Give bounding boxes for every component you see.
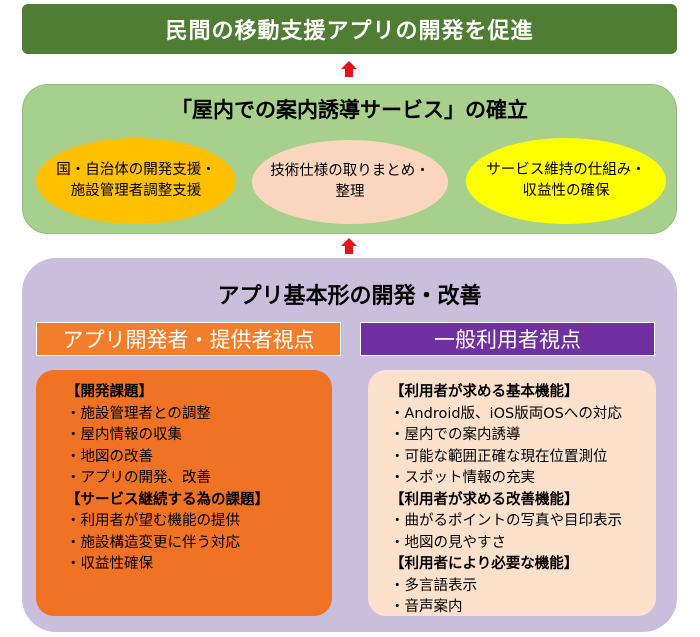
section-heading: 【開発課題】 bbox=[66, 384, 153, 400]
top-goal-title: 民間の移動支援アプリの開発を促進 bbox=[165, 19, 534, 44]
user-header-label: 一般利用者視点 bbox=[434, 328, 581, 352]
list-item: ・施設管理者との調整 bbox=[66, 405, 211, 422]
ellipse-line: 施設管理者調整支援 bbox=[70, 183, 202, 199]
list-item: ・音声案内 bbox=[390, 599, 463, 615]
section-heading: 【利用者により必要な機能】 bbox=[390, 556, 579, 572]
section-heading: 【利用者が求める改善機能】 bbox=[390, 491, 579, 508]
ellipse-line: 整理 bbox=[335, 184, 365, 200]
developer-header-label: アプリ開発者・提供者視点 bbox=[62, 328, 315, 352]
list-item: ・アプリの開発、改善 bbox=[66, 470, 211, 486]
up-arrow-icon bbox=[341, 238, 357, 254]
list-item: ・地図の改善 bbox=[66, 448, 153, 465]
list-item: ・利用者が望む機能の提供 bbox=[66, 513, 240, 529]
up-arrow-icon bbox=[341, 61, 357, 77]
user-perspective-header: 一般利用者視点 bbox=[360, 322, 655, 356]
ellipse-line: サービス維持の仕組み・ bbox=[486, 162, 646, 178]
list-item: ・屋内での案内誘導 bbox=[390, 427, 521, 443]
list-item: ・スポット情報の充実 bbox=[390, 470, 535, 486]
bottom-panel-title: アプリ基本形の開発・改善 bbox=[217, 284, 482, 309]
service-maintenance-ellipse: サービス維持の仕組み・ 収益性の確保 bbox=[466, 138, 666, 224]
section-heading: 【サービス継続する為の課題】 bbox=[66, 491, 269, 508]
middle-panel-title: 「屋内での案内誘導サービス」の確立 bbox=[171, 98, 528, 122]
top-goal-banner: 民間の移動支援アプリの開発を促進 bbox=[22, 4, 677, 54]
tech-spec-ellipse: 技術仕様の取りまとめ・ 整理 bbox=[252, 140, 448, 224]
list-item: ・Android版、iOS版両OSへの対応 bbox=[390, 405, 622, 422]
developer-issues-box: 【開発課題】 ・施設管理者との調整 ・屋内情報の収集 ・地図の改善 ・アプリの開… bbox=[36, 370, 332, 616]
list-item: ・施設構造変更に伴う対応 bbox=[66, 534, 240, 551]
ellipse-line: 国・自治体の開発支援・ bbox=[56, 162, 216, 178]
list-item: ・曲がるポイントの写真や目印表示 bbox=[390, 513, 622, 529]
list-item: ・収益性確保 bbox=[66, 556, 153, 572]
list-item: ・屋内情報の収集 bbox=[66, 427, 182, 443]
list-item: ・多言語表示 bbox=[390, 577, 477, 594]
section-heading: 【利用者が求める基本機能】 bbox=[390, 384, 579, 400]
support-ellipse: 国・自治体の開発支援・ 施設管理者調整支援 bbox=[36, 138, 236, 224]
list-item: ・地図の見やすさ bbox=[390, 534, 506, 551]
developer-perspective-header: アプリ開発者・提供者視点 bbox=[36, 322, 341, 356]
ellipse-line: 収益性の確保 bbox=[522, 183, 610, 199]
user-needs-box: 【利用者が求める基本機能】 ・Android版、iOS版両OSへの対応 ・屋内で… bbox=[368, 370, 656, 616]
ellipse-line: 技術仕様の取りまとめ・ bbox=[270, 163, 430, 179]
list-item: ・可能な範囲正確な現在位置測位 bbox=[390, 448, 608, 465]
